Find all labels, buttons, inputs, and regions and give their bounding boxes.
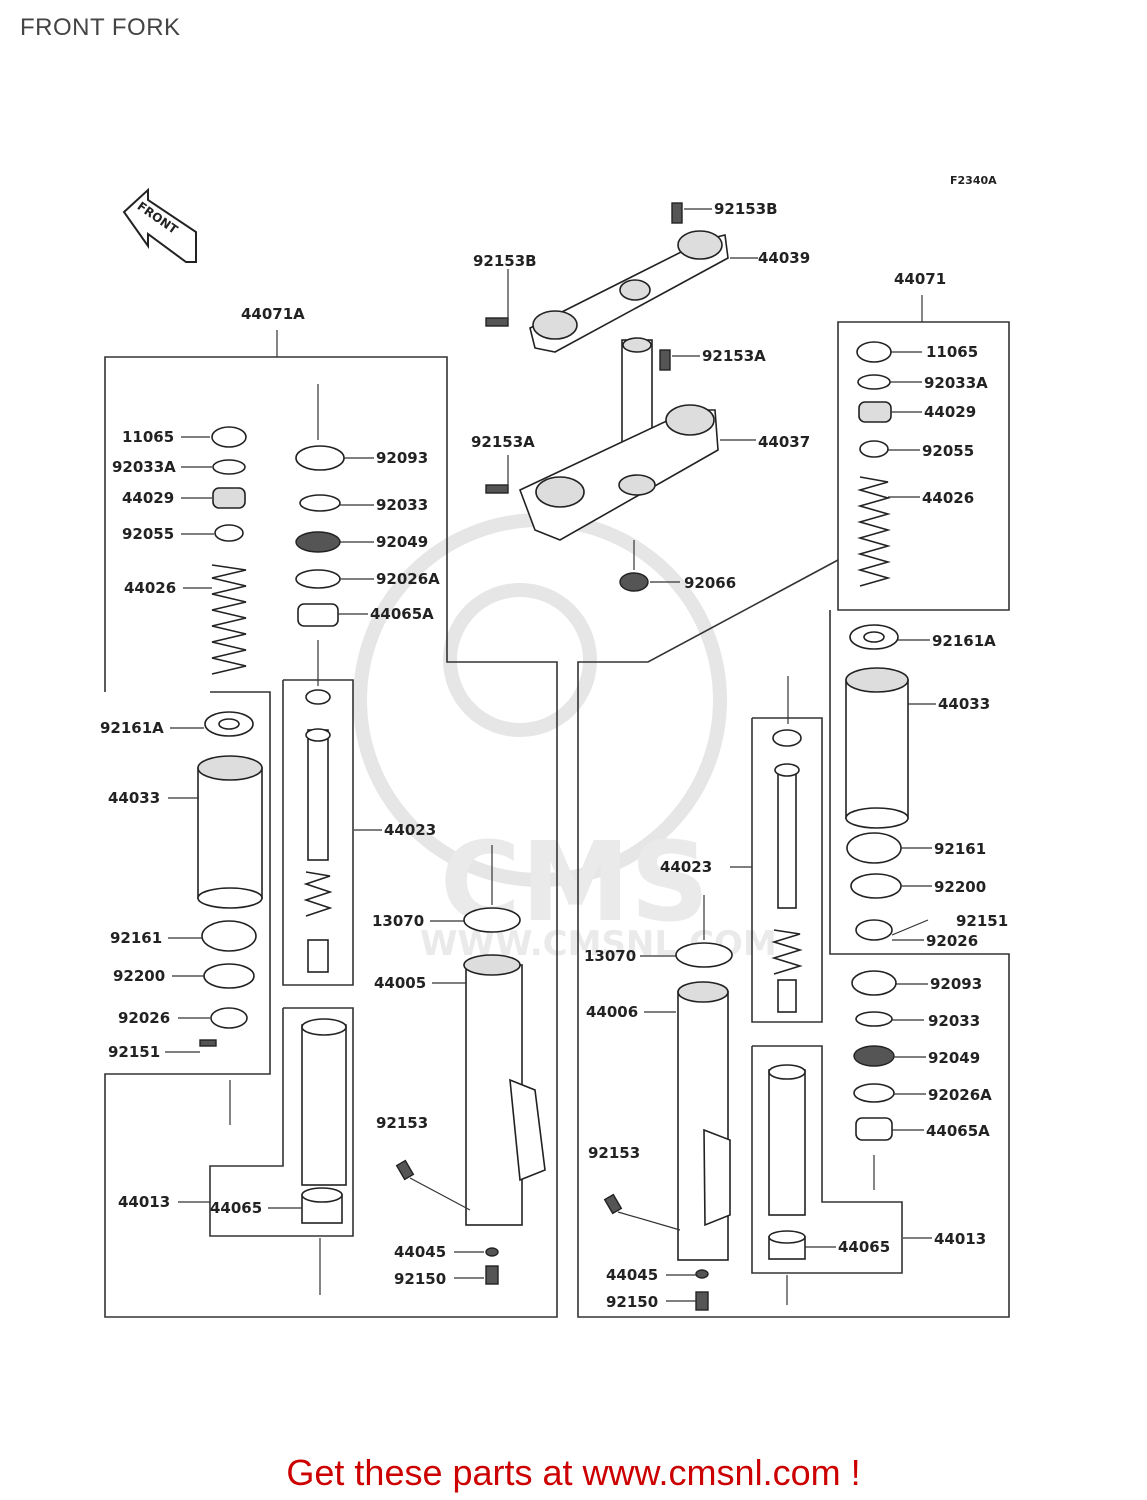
- right-spring-icon: [857, 476, 891, 587]
- label-92033-r: 92033: [928, 1012, 980, 1030]
- label-92153-r: 92153: [588, 1144, 640, 1162]
- label-92153: 92153: [376, 1114, 428, 1132]
- label-44045-r: 44045: [606, 1266, 658, 1284]
- label-92049-r: 92049: [928, 1049, 980, 1067]
- label-44029: 44029: [122, 489, 174, 507]
- footer-cta[interactable]: Get these parts at www.cmsnl.com !: [286, 1452, 861, 1493]
- label-92055-r: 92055: [922, 442, 974, 460]
- left-column-parts: [197, 426, 263, 1125]
- label-44065A-r: 44065A: [926, 1122, 990, 1140]
- label-92093: 92093: [376, 449, 428, 467]
- part-labels: 44071A 11065 92033A 44029 92055 44026 92…: [100, 200, 1008, 1311]
- label-44005: 44005: [374, 974, 426, 992]
- left-fork-frame: [104, 330, 558, 1318]
- label-92026: 92026: [118, 1009, 170, 1027]
- label-92033: 92033: [376, 496, 428, 514]
- label-44039: 44039: [758, 249, 810, 267]
- label-92093-r: 92093: [930, 975, 982, 993]
- label-13070-r: 13070: [584, 947, 636, 965]
- label-92153A-left: 92153A: [471, 433, 535, 451]
- label-44023-r: 44023: [660, 858, 712, 876]
- label-44029-r: 44029: [924, 403, 976, 421]
- label-44065-r: 44065: [838, 1238, 890, 1256]
- label-44013: 44013: [118, 1193, 170, 1211]
- label-11065-r: 11065: [926, 343, 978, 361]
- label-92151-r: 92151: [956, 912, 1008, 930]
- right-fork-frame: [577, 295, 1010, 1318]
- label-44026: 44026: [124, 579, 176, 597]
- label-44033-r: 44033: [938, 695, 990, 713]
- upper-bracket: [485, 202, 758, 353]
- right-middle-parts: [675, 676, 806, 1305]
- label-92153A-right: 92153A: [702, 347, 766, 365]
- label-44065: 44065: [210, 1199, 262, 1217]
- label-44065A: 44065A: [370, 605, 434, 623]
- left-leaders: [165, 436, 484, 1279]
- label-44026-r: 44026: [922, 489, 974, 507]
- label-92161-r: 92161: [934, 840, 986, 858]
- label-92151: 92151: [108, 1043, 160, 1061]
- label-92150-r: 92150: [606, 1293, 658, 1311]
- label-92153B-top: 92153B: [714, 200, 778, 218]
- label-92033A-r: 92033A: [924, 374, 988, 392]
- label-44071A: 44071A: [241, 305, 305, 323]
- label-92161: 92161: [110, 929, 162, 947]
- left-spring-icon: [211, 564, 247, 675]
- label-92033A: 92033A: [112, 458, 176, 476]
- label-13070: 13070: [372, 912, 424, 930]
- label-44071: 44071: [894, 270, 946, 288]
- label-92026A: 92026A: [376, 570, 440, 588]
- right-column-parts: [845, 341, 909, 1190]
- label-44033: 44033: [108, 789, 160, 807]
- drawing-code: F2340A: [950, 174, 997, 187]
- label-92161A-r: 92161A: [932, 632, 996, 650]
- lower-bracket: [485, 337, 756, 592]
- label-44006: 44006: [586, 1003, 638, 1021]
- label-44037: 44037: [758, 433, 810, 451]
- label-44045: 44045: [394, 1243, 446, 1261]
- right-outer-tube: [603, 981, 731, 1311]
- left-outer-tube: [395, 845, 546, 1285]
- page-title: FRONT FORK: [20, 14, 181, 41]
- label-92055: 92055: [122, 525, 174, 543]
- label-92200: 92200: [113, 967, 165, 985]
- left-middle-parts: [295, 384, 382, 1295]
- label-44013-r: 44013: [934, 1230, 986, 1248]
- label-92026-r: 92026: [926, 932, 978, 950]
- right-leaders: [640, 351, 936, 1302]
- label-92161A: 92161A: [100, 719, 164, 737]
- label-92026A-r: 92026A: [928, 1086, 992, 1104]
- label-92200-r: 92200: [934, 878, 986, 896]
- label-11065: 11065: [122, 428, 174, 446]
- front-arrow-icon: FRONT: [122, 187, 197, 263]
- label-92153B-left: 92153B: [473, 252, 537, 270]
- label-92150: 92150: [394, 1270, 446, 1288]
- label-44023: 44023: [384, 821, 436, 839]
- label-92066: 92066: [684, 574, 736, 592]
- label-92049: 92049: [376, 533, 428, 551]
